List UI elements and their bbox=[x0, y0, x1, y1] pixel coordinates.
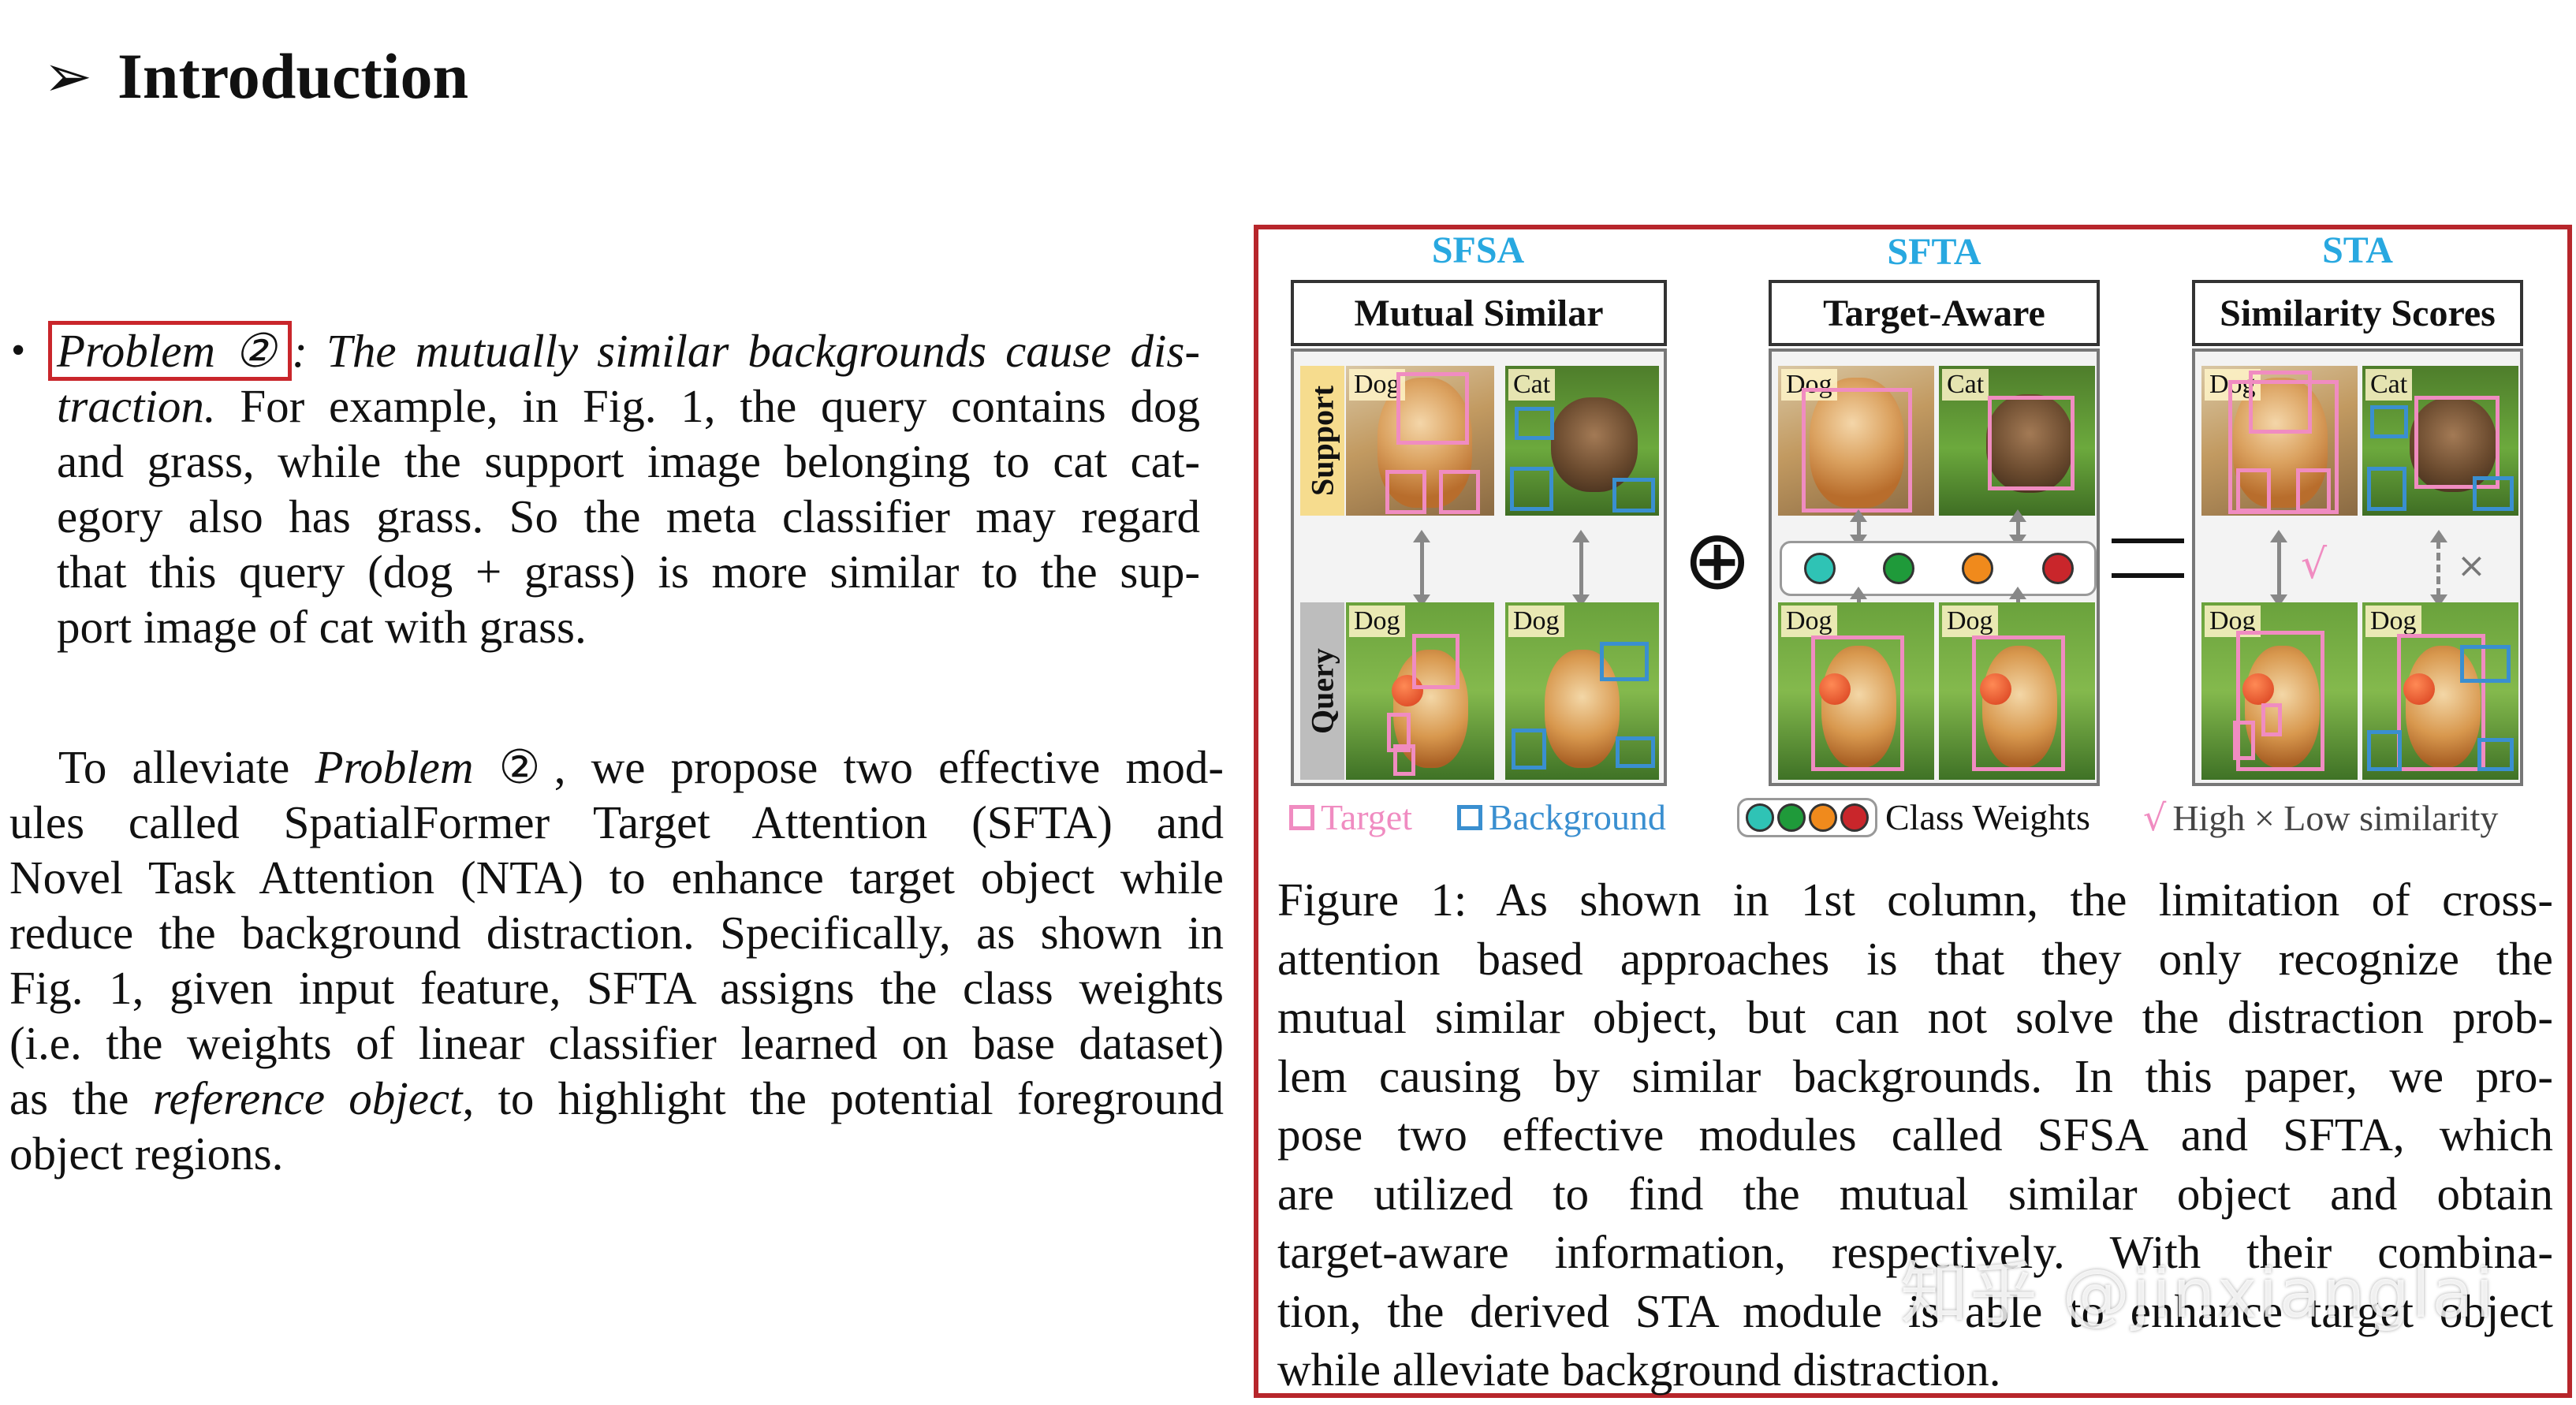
legend-check-icon: √ bbox=[2143, 796, 2167, 839]
cross-mark-icon: × bbox=[2457, 546, 2486, 586]
figure-frame bbox=[1254, 225, 2572, 1398]
panel-mutual-similar: Support Query Dog Cat Dog Dog bbox=[1291, 348, 1667, 786]
plus-operator-icon: ⊕ bbox=[1683, 512, 1752, 608]
bullet-dot: • bbox=[11, 328, 26, 373]
row-label-support: Support bbox=[1300, 366, 1344, 516]
class-weights-bar bbox=[1780, 541, 2097, 596]
module-sfsa-label: SFSA bbox=[1431, 229, 1525, 271]
problem-label-box: Problem ② bbox=[48, 321, 293, 381]
legend-target: Target bbox=[1289, 796, 1412, 838]
legend-background: Background bbox=[1457, 796, 1666, 838]
check-mark-icon: √ bbox=[2301, 541, 2328, 588]
panel-similarity-scores: Dog Cat √ × Dog Dog bbox=[2192, 348, 2523, 786]
low-sim-arrow bbox=[2430, 530, 2447, 607]
legend-class-weights: Class Weights bbox=[1737, 796, 2090, 838]
ta-support-cat-image: Cat bbox=[1939, 366, 2095, 516]
weight-orange-icon bbox=[1962, 553, 1993, 584]
watermark: 知乎 @jinxianglai bbox=[1900, 1254, 2496, 1333]
para2-line-7: as the reference object, to highlight th… bbox=[9, 1072, 1224, 1124]
arrow-bullet-icon: ➢ bbox=[43, 43, 93, 110]
module-sta-label: STA bbox=[2322, 229, 2393, 271]
weight-red-icon bbox=[2042, 553, 2074, 584]
weight-teal-icon bbox=[1804, 553, 1836, 584]
sim-arrow-left bbox=[1413, 530, 1430, 607]
support-dog-image: Dog bbox=[1346, 366, 1494, 516]
bullet-line-3: and grass, while the support image belon… bbox=[57, 435, 1200, 487]
row-label-query: Query bbox=[1300, 602, 1344, 780]
bullet-line-6: port image of cat with grass. bbox=[57, 601, 587, 653]
ss-query-image-1: Dog bbox=[2201, 602, 2358, 780]
query-image-2: Dog bbox=[1505, 602, 1659, 780]
ta-query-image-1: Dog bbox=[1778, 602, 1934, 780]
equal-operator-icon bbox=[2112, 532, 2184, 587]
ta-support-dog-image: Dog bbox=[1778, 366, 1934, 516]
ss-support-dog-image: Dog bbox=[2201, 366, 2358, 516]
ta-query-image-2: Dog bbox=[1939, 602, 2095, 780]
bullet-line-2: traction. For example, in Fig. 1, the qu… bbox=[57, 380, 1200, 432]
module-sfta-label: SFTA bbox=[1887, 231, 1981, 273]
query-image-1: Dog bbox=[1346, 602, 1494, 780]
para2-line-5: Fig. 1, given input feature, SFTA assign… bbox=[9, 962, 1224, 1014]
bullet-line-4: egory also has grass. So the meta classi… bbox=[57, 490, 1200, 542]
figure-caption: Figure 1: As shown in 1st column, the li… bbox=[1277, 874, 2553, 1396]
problem-paragraph: • Problem ②: The mutually similar backgr… bbox=[11, 321, 1200, 654]
para2-line-1: To alleviate Problem ②, we propose two e… bbox=[58, 741, 1224, 793]
bullet-line-5: that this query (dog + grass) is more si… bbox=[57, 546, 1200, 598]
high-sim-arrow bbox=[2270, 530, 2287, 607]
background-square-icon bbox=[1457, 804, 1482, 830]
bullet-line-1: Problem ②: The mutually similar backgrou… bbox=[11, 321, 1200, 381]
target-square-icon bbox=[1289, 804, 1314, 830]
sim-arrow-right bbox=[1572, 530, 1590, 607]
panel-title-similarity-scores: Similarity Scores bbox=[2192, 280, 2523, 346]
panel-target-aware: Dog Cat Dog Dog bbox=[1769, 348, 2100, 786]
para2-line-6: (i.e. the weights of linear classifier l… bbox=[9, 1017, 1224, 1069]
panel-title-target-aware: Target-Aware bbox=[1769, 280, 2100, 346]
weight-green-icon bbox=[1883, 553, 1914, 584]
support-cat-image: Cat bbox=[1505, 366, 1659, 516]
class-weights-legend-icon bbox=[1737, 797, 1877, 837]
section-title: Introduction bbox=[117, 40, 469, 112]
para2-line-3: Novel Task Attention (NTA) to enhance ta… bbox=[9, 852, 1224, 904]
legend-similarity: √ High × Low similarity bbox=[2143, 796, 2499, 839]
solution-paragraph: To alleviate Problem ②, we propose two e… bbox=[9, 740, 1224, 1181]
panel-title-mutual-similar: Mutual Similar bbox=[1291, 280, 1667, 346]
section-heading: ➢ Introduction bbox=[43, 39, 468, 114]
para2-line-2: ules called SpatialFormer Target Attenti… bbox=[9, 796, 1224, 848]
ss-query-image-2: Dog bbox=[2362, 602, 2518, 780]
ss-support-cat-image: Cat bbox=[2362, 366, 2518, 516]
para2-line-8: object regions. bbox=[9, 1127, 284, 1180]
para2-line-4: reduce the background distraction. Speci… bbox=[9, 907, 1224, 959]
